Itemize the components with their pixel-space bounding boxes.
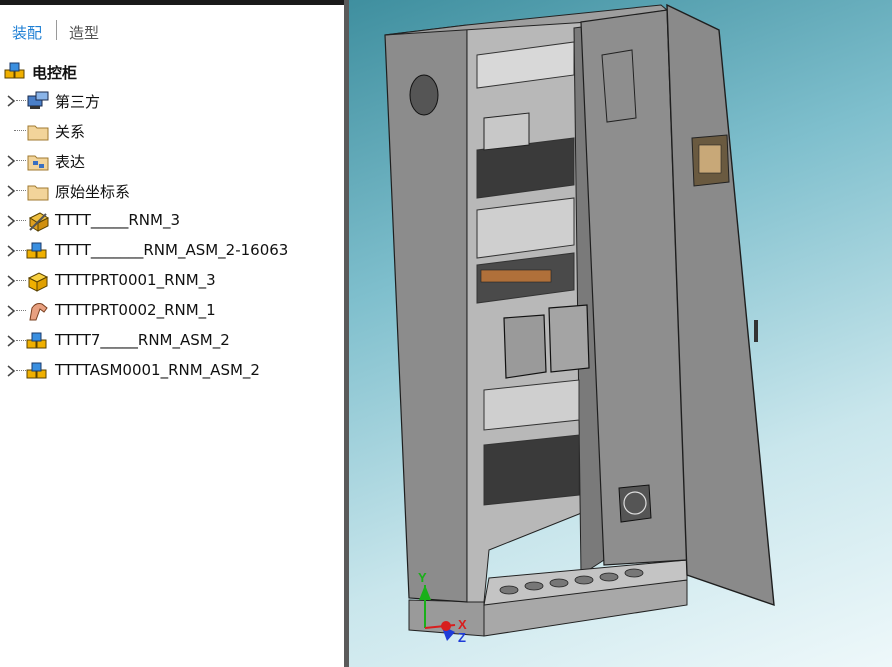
third-party-icon — [27, 91, 49, 109]
tree-item[interactable]: 第三方 — [0, 87, 344, 115]
chevron-right-icon[interactable] — [6, 304, 16, 318]
tree-item-label: TTTTASM0001_RNM_ASM_2 — [55, 361, 260, 379]
contactor-left — [503, 314, 547, 379]
tree-item-label: 表达 — [55, 153, 86, 171]
axis-y-arrow — [419, 585, 431, 600]
expression-icon — [27, 155, 49, 171]
tree-connector — [16, 220, 26, 221]
axis-y-label: Y — [418, 570, 427, 585]
folder-icon — [27, 125, 49, 141]
din-rails — [476, 41, 580, 506]
tab-modeling[interactable]: 造型 — [69, 24, 100, 42]
terminal-block-orange — [480, 269, 552, 283]
side-cable-hole — [409, 74, 439, 116]
assembly-icon — [26, 362, 47, 379]
tree-connector — [16, 340, 26, 341]
assembly-icon — [26, 242, 47, 259]
door-handle[interactable] — [754, 320, 758, 342]
chevron-right-icon[interactable] — [6, 214, 16, 228]
tree-item-label: TTTT_______RNM_ASM_2-16063 — [55, 241, 289, 259]
tree-connector — [16, 310, 26, 311]
tree-item-label: 关系 — [55, 123, 86, 141]
part-broken-icon — [28, 212, 50, 232]
tree-connector — [16, 100, 26, 101]
axis-x-label: X — [458, 617, 467, 632]
tree-root-label: 电控柜 — [32, 64, 78, 82]
door-fan — [618, 484, 652, 523]
tree-root-node[interactable]: 电控柜 — [0, 58, 344, 84]
tree-connector — [16, 280, 26, 281]
tree-item[interactable]: TTTT_______RNM_ASM_2-16063 — [0, 237, 344, 265]
contactor-right — [548, 304, 590, 373]
tree-item-label: 第三方 — [55, 93, 101, 111]
chevron-right-icon[interactable] — [6, 94, 16, 108]
panel-divider[interactable] — [344, 0, 349, 667]
chevron-right-icon[interactable] — [6, 244, 16, 258]
panel-tab-bar: 装配 造型 — [0, 18, 344, 46]
door-window — [601, 49, 637, 123]
tree-item[interactable]: TTTTASM0001_RNM_ASM_2 — [0, 357, 344, 385]
tree-item-label: TTTTPRT0001_RNM_3 — [55, 271, 216, 289]
cabinet-top — [384, 4, 669, 36]
tree-connector — [16, 160, 26, 161]
3d-viewport[interactable]: Y X Z — [349, 0, 892, 667]
tree-item-label: TTTTPRT0002_RNM_1 — [55, 301, 216, 319]
axis-z-label: Z — [458, 630, 466, 645]
tree-connector — [16, 190, 26, 191]
tree-item[interactable]: 原始坐标系 — [0, 177, 344, 205]
tree-item[interactable]: TTTT7_____RNM_ASM_2 — [0, 327, 344, 355]
sheet-part-icon — [29, 303, 48, 321]
part-icon — [27, 272, 49, 292]
floor-cable-holes — [499, 568, 644, 595]
tree-item-label: TTTT_____RNM_3 — [55, 211, 180, 229]
tree-connector — [16, 250, 26, 251]
assembly-icon — [4, 62, 25, 79]
door-meter-screen — [698, 144, 722, 174]
tree-item[interactable]: 表达 — [0, 147, 344, 175]
tree-item[interactable]: TTTT_____RNM_3 — [0, 207, 344, 235]
tree-item-label: TTTT7_____RNM_ASM_2 — [55, 331, 230, 349]
chevron-right-icon[interactable] — [6, 154, 16, 168]
axis-triad: Y X Z — [418, 570, 467, 645]
axis-origin — [441, 621, 451, 631]
breaker-module — [483, 112, 530, 151]
tree-item[interactable]: TTTTPRT0001_RNM_3 — [0, 267, 344, 295]
tree-item[interactable]: TTTTPRT0002_RNM_1 — [0, 297, 344, 325]
tab-assembly[interactable]: 装配 — [12, 24, 43, 42]
chevron-right-icon[interactable] — [6, 334, 16, 348]
tree-item-label: 原始坐标系 — [55, 183, 131, 201]
tree-item[interactable]: 关系 — [0, 117, 344, 145]
panel-top-border — [0, 0, 344, 5]
folder-icon — [27, 185, 49, 201]
chevron-right-icon[interactable] — [6, 364, 16, 378]
assembly-icon — [26, 332, 47, 349]
cabinet-model[interactable]: Y X Z — [349, 0, 892, 667]
chevron-right-icon[interactable] — [6, 274, 16, 288]
door-fan-grill — [623, 491, 647, 515]
tree-connector — [16, 370, 26, 371]
tab-separator — [56, 20, 57, 40]
tree-connector — [14, 130, 26, 131]
chevron-right-icon[interactable] — [6, 184, 16, 198]
